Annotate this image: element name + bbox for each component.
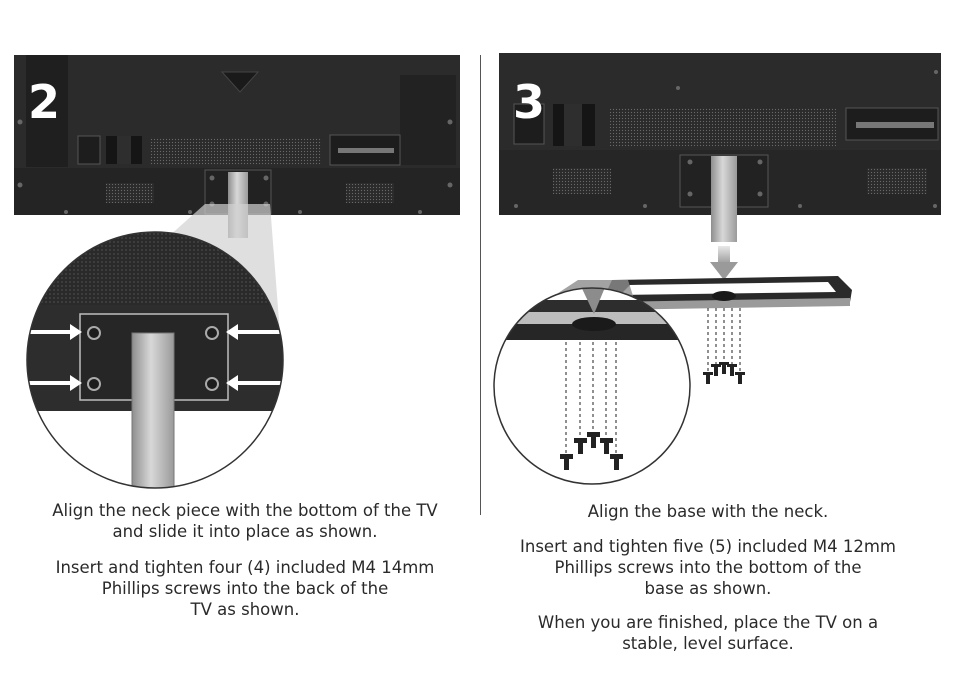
tv-base	[600, 276, 852, 310]
instruction-text: Insert and tighten five (5) included M4 …	[520, 537, 896, 598]
instruction-text: Align the base with the neck.	[587, 502, 829, 521]
step-3-illustration: 3	[493, 53, 941, 485]
tv-back	[499, 53, 941, 242]
step-2-panel: 2 Align the neck piece with the bottom o…	[14, 55, 460, 619]
zoom-detail-base-screws	[493, 287, 691, 485]
step-3-panel: 3 Align the base with the neck. Insert a…	[482, 0, 954, 673]
instruction-text: When you are finished, place the TV on a…	[537, 613, 879, 653]
insert-arrow-icon	[27, 324, 283, 391]
instruction-text: Align the neck piece with the bottom of …	[52, 501, 438, 541]
screw-icon	[703, 362, 745, 384]
logo-chevron-icon	[220, 71, 260, 93]
step-2-illustration: 2	[14, 55, 460, 489]
panel-divider	[480, 55, 481, 515]
tv-back	[14, 55, 460, 238]
step-number: 2	[28, 75, 60, 129]
down-arrow-icon	[710, 246, 738, 280]
screw-icon	[87, 326, 219, 391]
neck-piece	[711, 156, 737, 242]
instruction-text: Insert and tighten four (4) included M4 …	[55, 558, 435, 619]
zoom-detail-neck-screws	[26, 231, 284, 489]
screw-guide-lines	[707, 308, 741, 372]
step-number: 3	[513, 75, 545, 129]
